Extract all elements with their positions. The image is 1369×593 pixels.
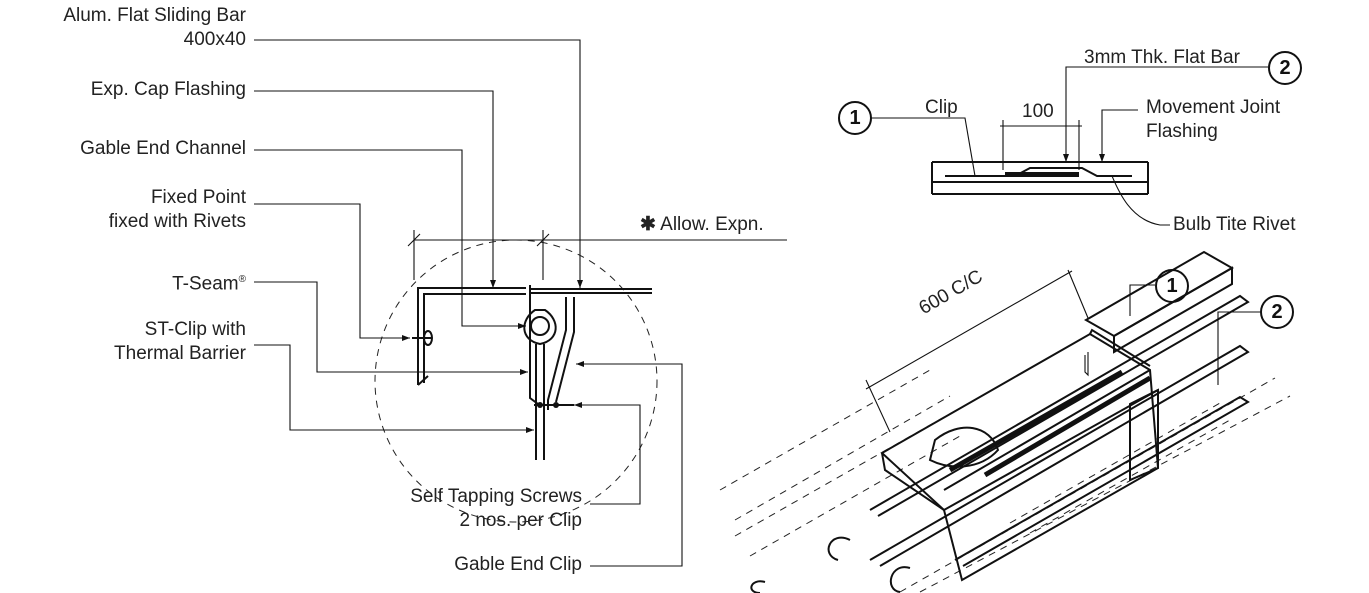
gable-end-detail [254,39,787,567]
leader-cap-flashing [254,90,494,288]
label-screws: Self Tapping Screws 2 nos. per Clip [410,486,582,531]
label-dimension-100: 100 [1022,101,1054,122]
label-clip: Clip [925,97,958,118]
movement-joint-section [870,66,1268,226]
label-sliding-bar: Alum. Flat Sliding Bar 400x40 [63,5,246,50]
leader-fixed-point [254,203,410,339]
leader-gable-channel [254,149,526,327]
label-gable-clip: Gable End Clip [454,554,582,575]
leader-sliding-bar [254,39,581,288]
leader-st-clip [254,344,534,431]
label-flat-bar: 3mm Thk. Flat Bar [1084,47,1240,68]
marker-1-section: 1 [838,101,872,135]
label-bulb-rivet: Bulb Tite Rivet [1173,214,1296,235]
leader-gable-clip [576,363,683,567]
leader-tseam [254,281,528,373]
label-allowance: ✱ Allow. Expn. [640,214,764,235]
label-st-clip: ST-Clip with Thermal Barrier [114,319,246,364]
isometric-view [719,250,1291,593]
label-gable-channel: Gable End Channel [80,138,246,159]
marker-2-iso: 2 [1260,295,1294,329]
label-movement-joint: Movement Joint Flashing [1146,97,1281,142]
label-tseam: T-Seam® [172,273,246,295]
marker-2-section: 2 [1268,51,1302,85]
marker-1-iso: 1 [1155,269,1189,303]
label-cap-flashing: Exp. Cap Flashing [90,79,246,100]
leader-screws [574,404,641,505]
label-fixed-point: Fixed Point fixed with Rivets [108,187,246,232]
